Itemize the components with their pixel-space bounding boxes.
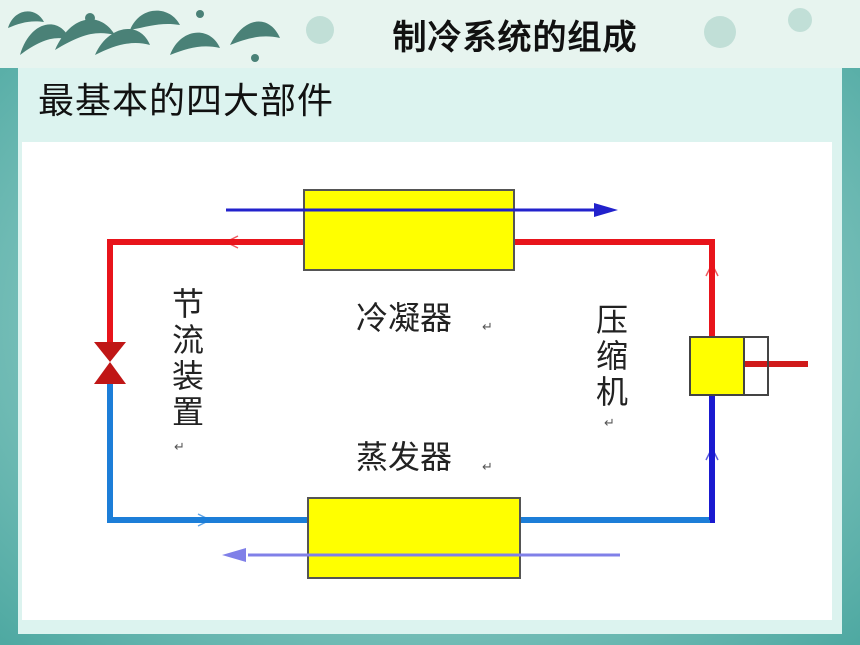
condenser-block — [303, 189, 515, 271]
diagram-canvas — [94, 189, 808, 579]
evaporator-block — [307, 497, 521, 579]
evaporator-label: 蒸发器 — [356, 438, 453, 476]
compressor-block — [689, 336, 745, 396]
flow-chevron-icon — [224, 235, 239, 249]
slide-title: 制冷系统的组成 — [392, 18, 638, 58]
return-mark-icon: ↵ — [482, 320, 493, 335]
throttle-label: 节流装置 — [171, 285, 204, 431]
return-mark-icon: ↵ — [482, 460, 493, 475]
suction-pipe — [709, 392, 715, 523]
coolant-arrow-icon — [594, 203, 618, 217]
leaf-ornament-icon — [8, 10, 280, 62]
compressor-cylinder — [743, 336, 769, 396]
flow-chevron-icon — [705, 262, 719, 277]
return-mark-icon: ↵ — [604, 416, 615, 431]
compressor-label: 压缩机 — [595, 301, 628, 411]
throttle-valve-icon — [94, 362, 126, 384]
flow-chevron-icon — [197, 513, 212, 527]
flow-chevron-icon — [705, 446, 719, 461]
slide-subtitle: 最基本的四大部件 — [38, 81, 335, 122]
refrigeration-diagram: 冷凝器 ↵ 蒸发器 ↵ 压缩机 ↵ 节流装置 ↵ — [22, 142, 832, 620]
evap-air-arrow-icon — [222, 548, 246, 562]
return-mark-icon: ↵ — [174, 440, 185, 455]
condenser-label: 冷凝器 — [356, 299, 453, 337]
throttle-valve-icon — [94, 342, 126, 362]
